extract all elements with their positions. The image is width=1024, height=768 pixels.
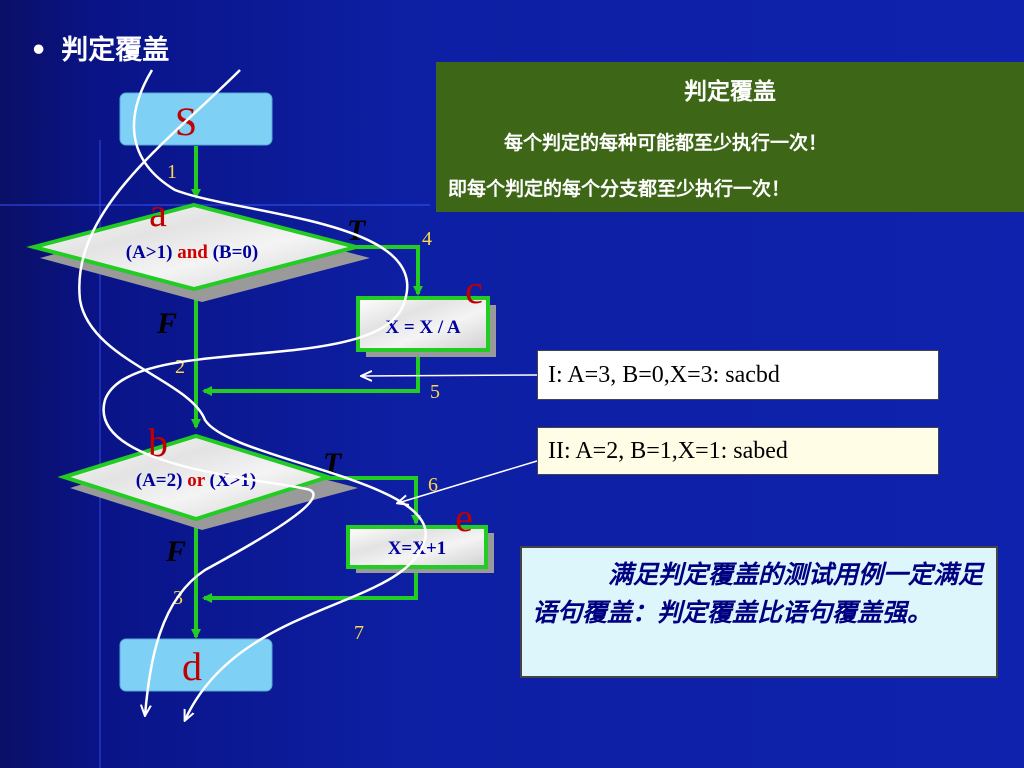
edge-number-5: 5 [430,381,440,403]
node-letter-c: c [465,267,483,312]
title-text: 判定覆盖 [61,35,170,66]
case1-pointer [362,375,538,376]
process1-label: X = X / A [385,317,460,338]
test-case-1: I: A=3, B=0,X=3: sacbd [537,350,939,400]
note-text: 满足判定覆盖的测试用例一定满足语句覆盖：判定覆盖比语句覆盖强。 [532,560,984,627]
edge-number-1: 1 [167,161,177,183]
decision2-diamond [57,433,335,522]
definition-line-1: 每个判定的每种可能都至少执行一次！ [504,132,828,154]
definition-box: 判定覆盖 每个判定的每种可能都至少执行一次！ 即每个判定的每个分支都至少执行一次… [436,62,1024,212]
edge-c-join [202,352,420,396]
path-curves [78,69,427,720]
start-node [119,92,273,146]
decision1-diamond [26,202,364,292]
definition-line-2: 即每个判定的每个分支都至少执行一次！ [448,178,791,200]
node-letter-e: e [455,495,473,540]
branch-label-true-1: T [347,214,367,247]
edge-number-6: 6 [428,474,438,496]
edge-e-join [202,566,418,603]
test-case-2: II: A=2, B=1,X=1: sabed [537,427,939,475]
path-curve-case1 [102,69,409,715]
edge-b-e-true [305,476,421,525]
process2-label: X=X+1 [388,538,447,559]
branch-label-false-2: F [165,535,186,568]
edge-number-4: 4 [422,228,432,250]
decision1-condition: (A>1) and (B=0) [126,242,259,263]
path-curve-case2 [78,69,427,720]
process2-box [346,525,488,569]
end-node-label: d [182,644,202,689]
title-bullet: • [30,35,48,66]
case2-pointer [398,460,538,503]
edge-number-2: 2 [175,356,185,378]
flow-lines [191,146,423,639]
end-node [119,638,273,692]
decision2-condition: (A=2) or (X>1) [136,470,257,491]
branch-label-false-1: F [156,307,177,340]
slide-title: • 判定覆盖 [30,28,169,67]
node-letter-a: a [149,190,167,235]
edge-number-7: 7 [354,622,364,644]
definition-heading: 判定覆盖 [684,79,776,105]
note-box: 满足判定覆盖的测试用例一定满足语句覆盖：判定覆盖比语句覆盖强。 [520,546,998,678]
node-letter-b: b [148,420,168,465]
process1-box [356,296,490,352]
